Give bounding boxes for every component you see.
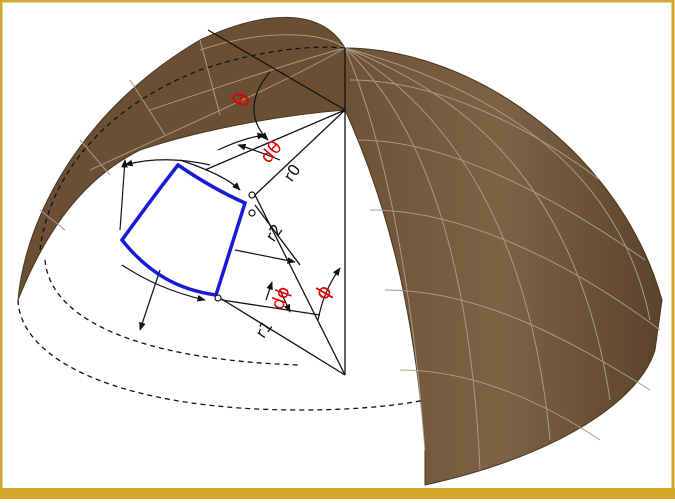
construction-lines xyxy=(204,29,346,376)
dashed-meridian xyxy=(39,46,346,251)
node-r2 xyxy=(248,209,256,217)
dashed-inner-circle xyxy=(44,259,301,366)
dashed-base-circle xyxy=(17,299,426,411)
surface-element xyxy=(119,162,248,297)
mesh-lines xyxy=(39,34,661,471)
dome-shell-right xyxy=(344,47,663,486)
node-r0 xyxy=(248,191,256,199)
bottom-bar xyxy=(0,488,675,499)
node-r1 xyxy=(214,294,222,302)
dimension-arrows xyxy=(119,71,341,331)
